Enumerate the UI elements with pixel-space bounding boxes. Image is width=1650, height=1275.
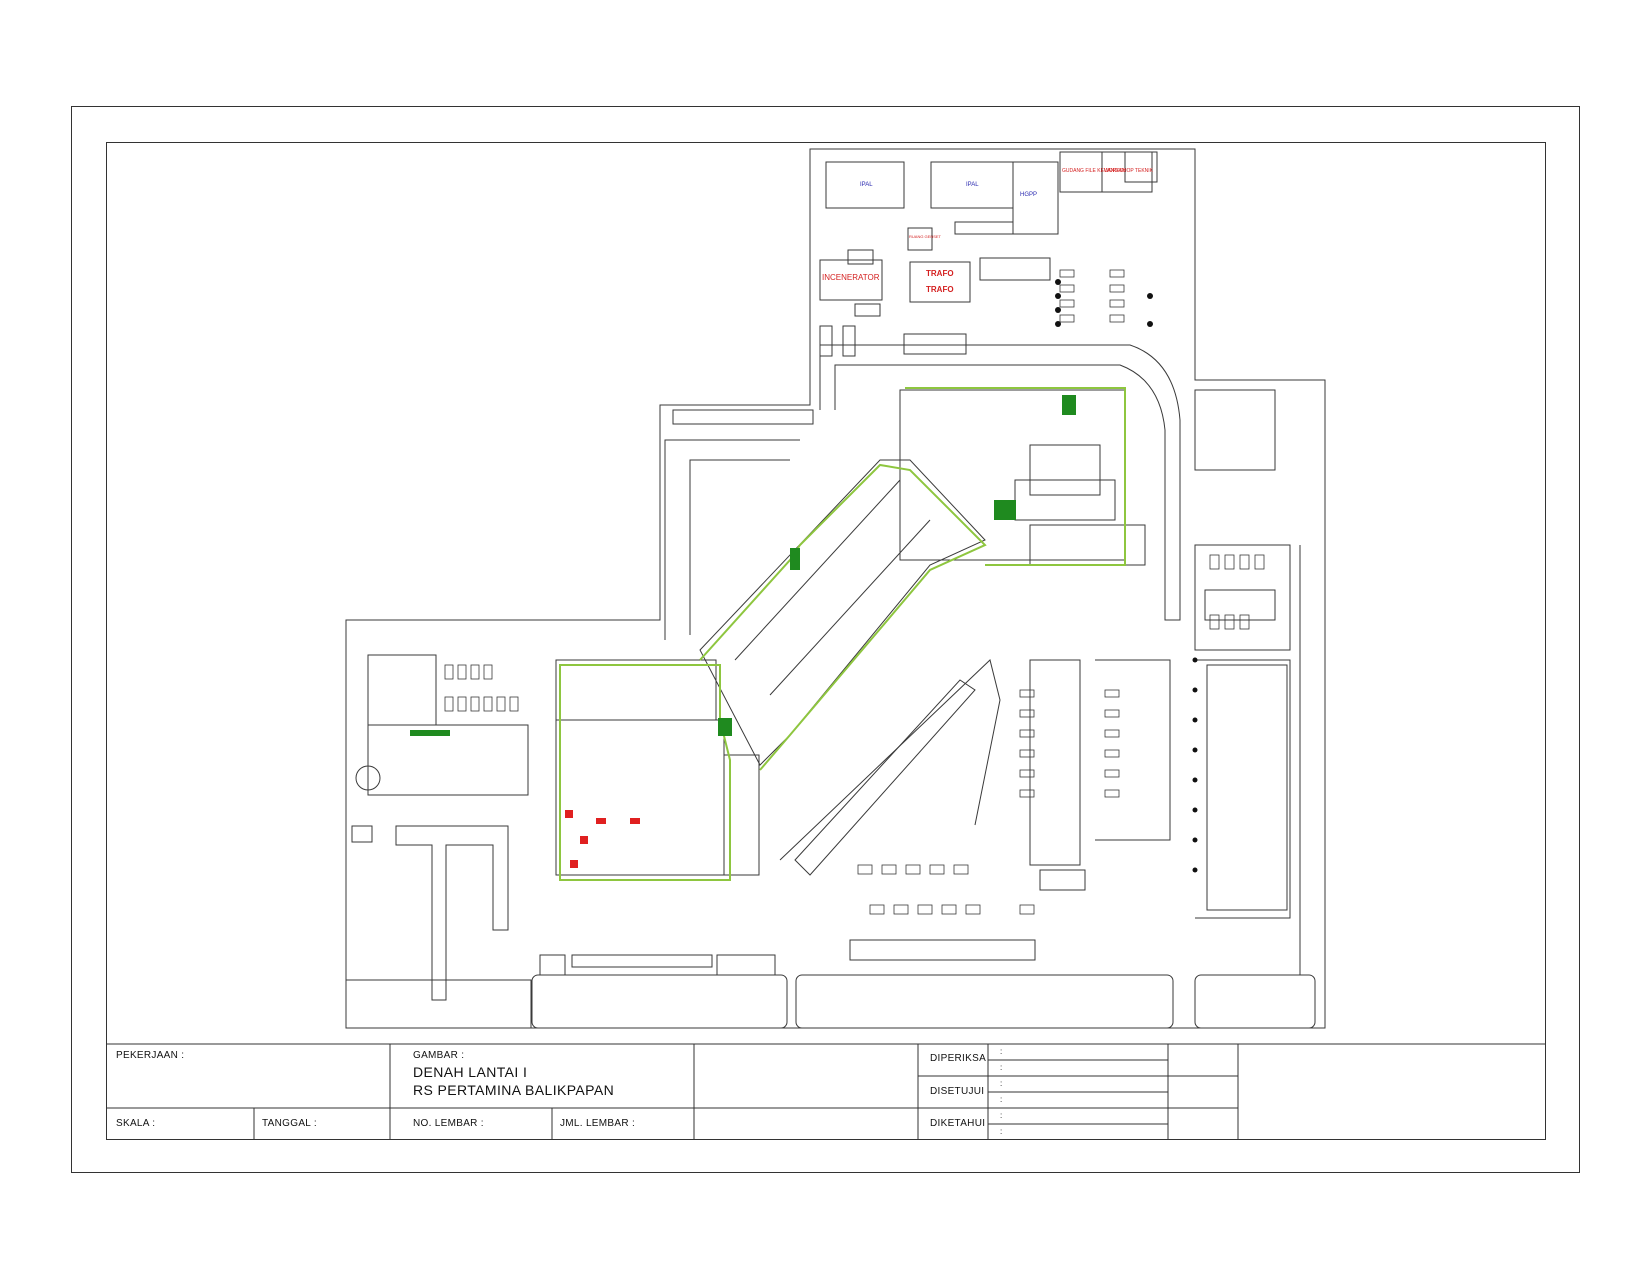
trafo-1-label: TRAFO (926, 269, 954, 278)
parking-diagonal-1 (794, 679, 976, 876)
diperiksa-label: DIPERIKSA (930, 1053, 987, 1064)
hgpp-building (1012, 161, 1059, 235)
ipal-2-label: IPAL (966, 182, 979, 188)
ipal-building-1 (825, 161, 905, 209)
ipal-1-label: IPAL (860, 182, 873, 188)
east-clinic (1206, 664, 1288, 911)
drawing-title-line2: RS PERTAMINA BALIKPAPAN (413, 1082, 615, 1098)
hgpp-label: HGPP (1020, 192, 1037, 198)
ruang-genset-label: RUANG GENSET (909, 234, 942, 239)
gambar-label: GAMBAR : (413, 1050, 465, 1061)
jml-lembar-label: JML. LEMBAR : (560, 1118, 636, 1129)
main-hospital-wing (699, 459, 986, 766)
incenerator-label: INCENERATOR (822, 273, 880, 282)
trafo-building (909, 261, 971, 303)
disetujui-label: DISETUJUI (930, 1086, 985, 1097)
diperiksa-colon-1: : (1000, 1047, 1003, 1056)
service-road (819, 344, 1181, 621)
green-outline-clinic (559, 664, 731, 881)
drawing-title-line1: DENAH LANTAI I (413, 1064, 528, 1080)
workshop-label: WORKSHOP TEKNIK (1104, 168, 1154, 174)
no-lembar-label: NO. LEMBAR : (413, 1118, 484, 1129)
disetujui-colon-1: : (1000, 1079, 1003, 1088)
tanggal-label: TANGGAL : (262, 1118, 317, 1129)
skala-label: SKALA : (116, 1118, 156, 1129)
trafo-2-label: TRAFO (926, 285, 954, 294)
pekerjaan-label: PEKERJAAN : (116, 1050, 185, 1061)
diperiksa-colon-2: : (1000, 1063, 1003, 1072)
diketahui-colon-1: : (1000, 1111, 1003, 1120)
green-outline-northeast (905, 387, 1126, 566)
diketahui-colon-2: : (1000, 1127, 1003, 1136)
sheet-inner-border (106, 142, 1546, 1140)
incenerator-building (819, 259, 883, 301)
gudang-label: GUDANG FILE KEUANGAN (1062, 168, 1126, 174)
diketahui-label: DIKETAHUI (930, 1118, 986, 1129)
disetujui-colon-2: : (1000, 1095, 1003, 1104)
ruang-genset-building (907, 227, 933, 251)
sheet-outer-border (71, 106, 1580, 1173)
